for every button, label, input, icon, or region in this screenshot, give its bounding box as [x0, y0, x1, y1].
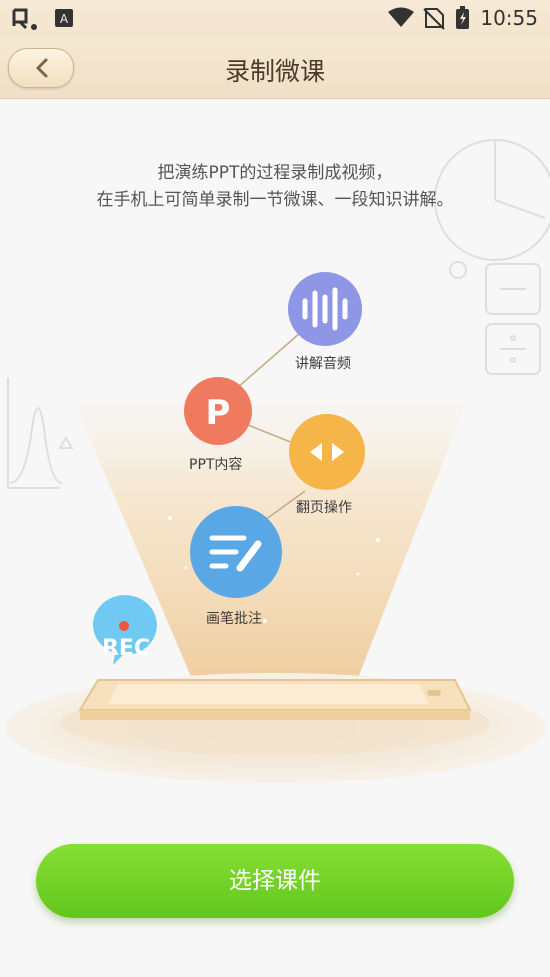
pen-node-label: 画笔批注 — [206, 611, 262, 627]
intro-text: 把演练PPT的过程录制成视频， 在手机上可简单录制一节微课、一段知识讲解。 — [0, 160, 550, 214]
battery-charging-icon — [456, 6, 469, 29]
svg-text:A: A — [60, 12, 69, 26]
app-notification-icon — [12, 8, 37, 30]
audio-node-label: 讲解音频 — [295, 356, 351, 372]
no-sim-icon — [423, 8, 445, 30]
status-bar: A 10:55 — [0, 0, 550, 38]
bell-curve-doodle — [7, 378, 74, 489]
chevron-left-icon — [36, 58, 48, 78]
rec-badge: REC — [92, 595, 157, 665]
page-turn-node-label: 翻页操作 — [296, 500, 352, 516]
status-time: 10:55 — [480, 6, 538, 30]
record-dot-icon — [119, 621, 129, 631]
app-bar — [0, 38, 550, 99]
page-title: 录制微课 — [224, 57, 325, 86]
pen-note-icon — [209, 535, 262, 572]
intro-line-2: 在手机上可简单录制一节微课、一段知识讲解。 — [96, 190, 454, 210]
recording-illustration: P REC — [5, 139, 550, 783]
page-turn-icon — [310, 443, 344, 461]
ppt-node: P — [184, 377, 252, 445]
audio-node — [288, 272, 362, 346]
calculator-doodle — [449, 261, 541, 375]
ppt-node-label: PPT内容 — [189, 457, 243, 473]
node-connectors — [236, 332, 306, 521]
pen-node — [190, 506, 282, 598]
ppt-icon: P — [206, 393, 231, 433]
waveform-icon — [302, 287, 348, 331]
back-button[interactable] — [8, 48, 74, 88]
select-courseware-button[interactable]: 选择课件 — [36, 844, 514, 918]
wifi-icon — [388, 7, 414, 27]
phone-illustration — [78, 679, 472, 720]
pie-chart-doodle — [434, 139, 550, 261]
svg-text:REC: REC — [102, 636, 150, 661]
intro-line-1: 把演练PPT的过程录制成视频， — [157, 163, 393, 183]
keyboard-notification-icon: A — [55, 9, 73, 27]
page-turn-node — [289, 414, 365, 490]
